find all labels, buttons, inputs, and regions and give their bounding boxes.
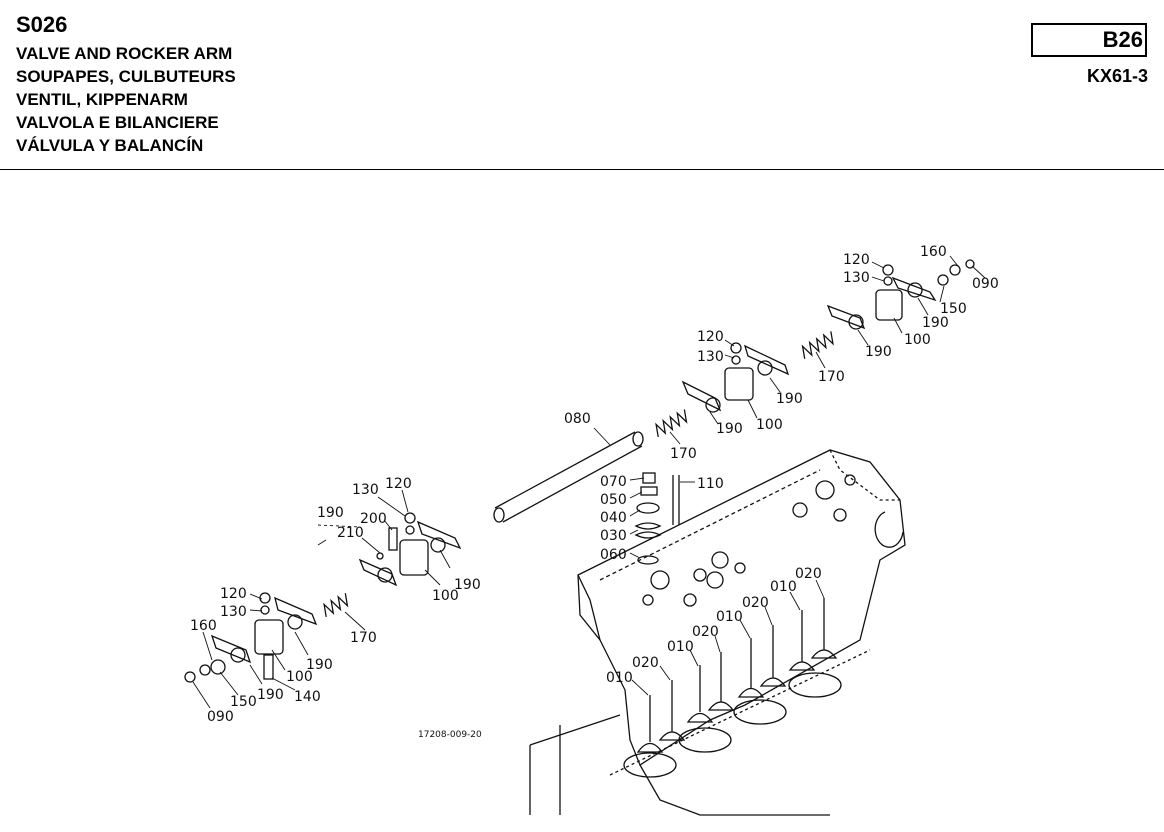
callout-020-a: 020 [795, 566, 822, 582]
callout-170-center: 170 [670, 446, 697, 462]
callout-020-d: 020 [632, 655, 659, 671]
model-number: KX61-3 [1086, 66, 1148, 86]
valve-7 [788, 610, 816, 671]
callout-010-a: 010 [770, 579, 797, 595]
callout-170-bottom-left: 170 [350, 630, 377, 646]
title-spanish: VÁLVULA Y BALANCÍN [16, 136, 204, 155]
valve-5 [737, 638, 765, 698]
callout-120-left: 120 [385, 476, 412, 492]
callout-140: 140 [294, 689, 321, 705]
callout-010-b: 010 [716, 609, 743, 625]
callout-100-top: 100 [904, 332, 931, 348]
callout-150-top: 150 [940, 301, 967, 317]
valve-set [636, 598, 838, 753]
title-english: VALVE AND ROCKER ARM [16, 44, 233, 63]
callout-030: 030 [600, 528, 627, 544]
callout-120-mid: 120 [697, 329, 724, 345]
title-french: SOUPAPES, CULBUTEURS [16, 67, 236, 86]
callout-100-mid: 100 [756, 417, 783, 433]
rocker-shaft [493, 431, 644, 523]
callout-190-mid2: 190 [776, 391, 803, 407]
callout-150-bottom-left: 150 [230, 694, 257, 710]
callout-160-bottom-left: 160 [190, 618, 217, 634]
callout-010-d: 010 [606, 670, 633, 686]
valve-1 [636, 695, 664, 753]
valve-spring-stack [634, 472, 680, 565]
header-block: S026 VALVE AND ROCKER ARM SOUPAPES, CULB… [16, 10, 236, 157]
section-code: S026 [16, 12, 68, 37]
callout-080: 080 [564, 411, 591, 427]
figure-number: 17208-009-20 [418, 730, 482, 740]
valve-3 [686, 665, 714, 723]
callout-100-bottom-left: 100 [286, 669, 313, 685]
rocker-group-top [826, 259, 975, 330]
callout-060: 060 [600, 547, 627, 563]
rocker-group-left [358, 512, 462, 587]
valve-4 [707, 652, 735, 711]
callout-070: 070 [600, 474, 627, 490]
valve-2 [658, 680, 686, 741]
callout-130-left: 130 [352, 482, 379, 498]
title-list: VALVE AND ROCKER ARM SOUPAPES, CULBUTEUR… [16, 42, 236, 157]
callout-020-b: 020 [742, 595, 769, 611]
header-divider [0, 169, 1164, 170]
engine-block [529, 649, 871, 816]
leader-lines [192, 255, 986, 709]
callout-040: 040 [600, 510, 627, 526]
rocker-group-bottom-left [184, 592, 318, 683]
callout-160-top: 160 [920, 244, 947, 260]
callout-190-mid1: 190 [865, 344, 892, 360]
title-italian: VALVOLA E BILANCIERE [16, 113, 219, 132]
callout-190-left2: 190 [454, 577, 481, 593]
callout-100-left: 100 [432, 588, 459, 604]
title-german: VENTIL, KIPPENARM [16, 90, 188, 109]
rocker-spring-center [655, 409, 688, 438]
callout-210: 210 [337, 525, 364, 541]
section-badge: B26 [1031, 23, 1147, 57]
rocker-spring-left [323, 593, 349, 618]
callout-190-bottom-left: 190 [306, 657, 333, 673]
callout-050: 050 [600, 492, 627, 508]
callout-130-mid: 130 [697, 349, 724, 365]
callout-200: 200 [360, 511, 387, 527]
rocker-group-mid [681, 342, 790, 413]
valve-8 [810, 598, 838, 659]
rocker-spring-mid [801, 331, 834, 359]
valve-6 [759, 625, 787, 687]
callout-190-top: 190 [922, 315, 949, 331]
callout-120-top: 120 [843, 252, 870, 268]
callout-170-mid: 170 [818, 369, 845, 385]
callout-110: 110 [697, 476, 724, 492]
callout-190-left: 190 [317, 505, 344, 521]
callout-labels: 160 120 130 090 150 190 100 120 130 190 … [190, 244, 999, 740]
callout-010-c: 010 [667, 639, 694, 655]
cylinder-head [577, 449, 906, 766]
callout-190-bottom-left2: 190 [257, 687, 284, 703]
callout-120-bottom-left: 120 [220, 586, 247, 602]
callout-090-bottom-left: 090 [207, 709, 234, 725]
callout-130-top: 130 [843, 270, 870, 286]
callout-190-mid3: 190 [716, 421, 743, 437]
callout-090-top: 090 [972, 276, 999, 292]
callout-130-bottom-left: 130 [220, 604, 247, 620]
callout-020-c: 020 [692, 624, 719, 640]
